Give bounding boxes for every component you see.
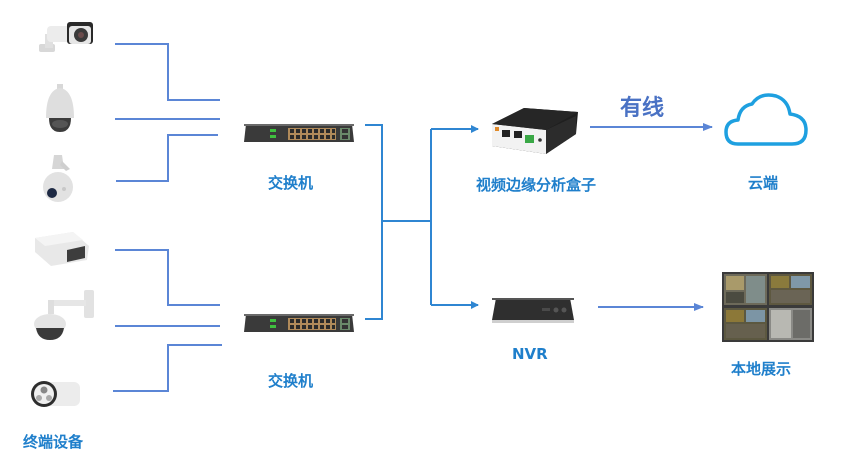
wall-mount-dome-camera-icon — [28, 290, 96, 345]
nvr-icon — [490, 296, 576, 326]
nvr-label: NVR — [512, 345, 548, 363]
switch-bottom-label: 交换机 — [268, 372, 314, 390]
wired-link-label: 有线 — [620, 96, 665, 121]
switch-top-icon — [242, 120, 356, 144]
monitor-wall-icon — [722, 272, 814, 342]
link-camera-4-switch-2 — [115, 249, 220, 306]
ir-bullet-camera-icon — [30, 376, 82, 412]
cloud-label: 云端 — [748, 174, 779, 192]
link-camera-6-switch-2 — [113, 344, 222, 392]
link-camera-1-switch-1 — [115, 43, 220, 101]
dome-ptz-camera-icon — [42, 84, 78, 136]
edge-box-label: 视频边缘分析盒子 — [476, 176, 597, 194]
cloud-icon — [724, 90, 810, 150]
terminal-devices-label: 终端设备 — [23, 433, 84, 451]
local-display-label: 本地展示 — [731, 360, 792, 378]
link-camera-3-switch-1 — [116, 134, 218, 182]
switch-bottom-icon — [242, 310, 356, 334]
switch-top-label: 交换机 — [268, 174, 314, 192]
switch-aggregation-bracket — [365, 124, 383, 320]
speed-dome-camera-icon — [40, 155, 78, 205]
housing-box-camera-icon — [33, 228, 91, 270]
bullet-camera-icon — [33, 18, 95, 60]
edge-box-icon — [488, 102, 580, 158]
